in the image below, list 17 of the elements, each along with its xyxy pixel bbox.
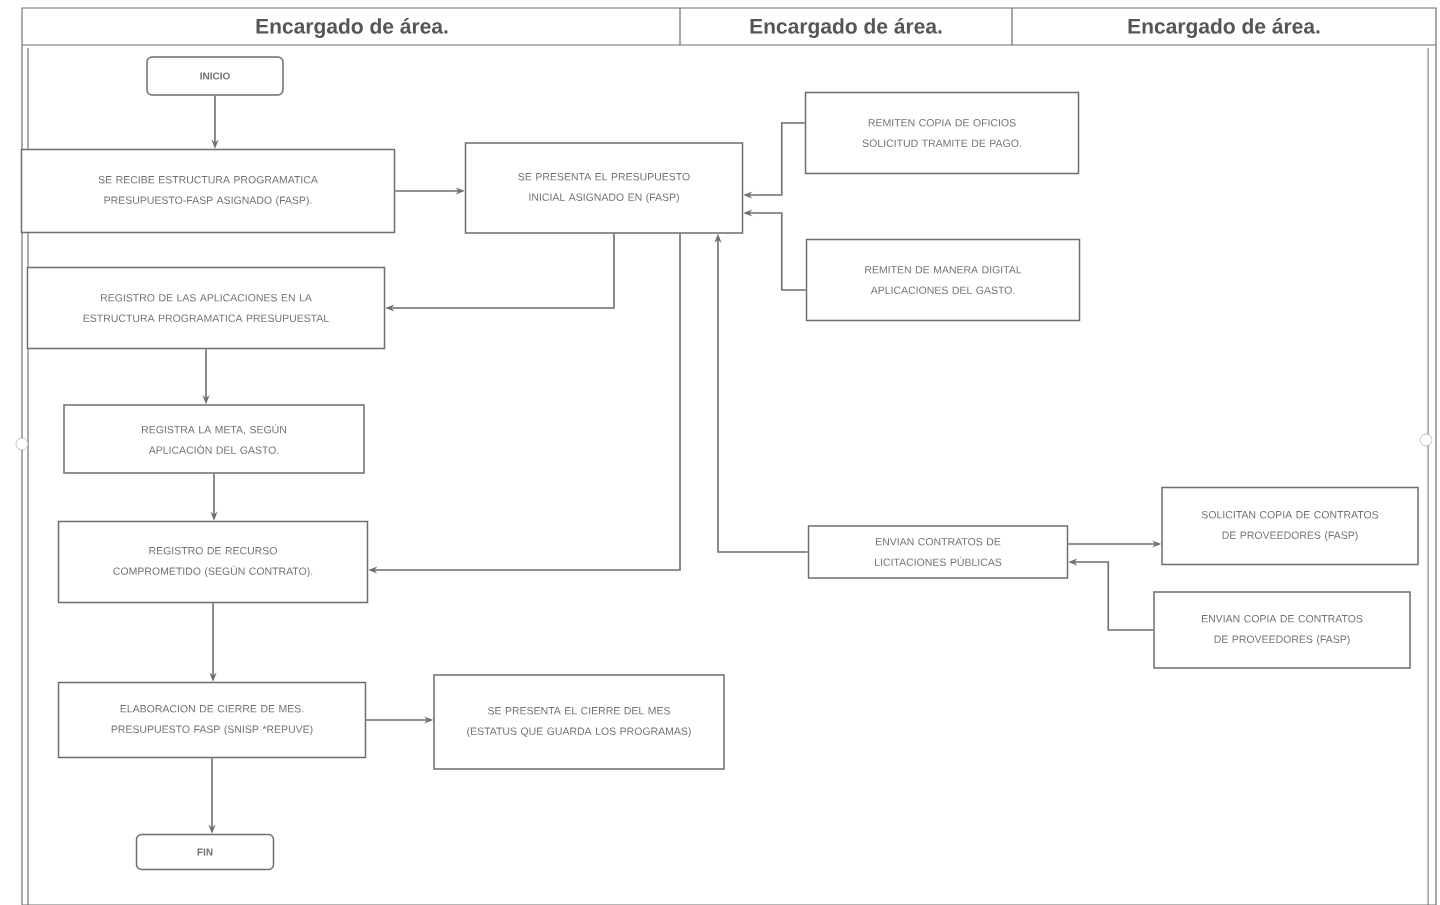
process-box: ELABORACION DE CIERRE DE MES. PRESUPUESTO FASP (SNISP *REPUVE) xyxy=(57,681,367,759)
process-box: REMITEN DE MANERA DIGITAL APLICACIONES DEL GASTO. xyxy=(805,238,1081,322)
column-header: Encargado de área. xyxy=(750,18,942,38)
process-box: ENVIAN CONTRATOS DE LICITACIONES PÚBLICAS xyxy=(807,525,1069,579)
process-box: SOLICITAN COPIA DE CONTRATOS DE PROVEEDORES (FASP) xyxy=(1161,486,1419,566)
process-box: REGISTRO DE RECURSO COMPROMETIDO (SEGÚN CONTRATO). xyxy=(57,520,369,604)
column-header: Encargado de área. xyxy=(256,18,448,38)
process-box: REMITEN COPIA DE OFICIOS SOLICITUD TRAMITE DE PAGO. xyxy=(804,91,1080,175)
process-box: SE PRESENTA EL CIERRE DEL MES (ESTATUS QUE GUARDA LOS PROGRAMAS) xyxy=(433,674,725,770)
process-box: REGISTRA LA META, SEGÚN APLICACIÓN DEL GASTO. xyxy=(63,404,365,474)
process-box: REGISTRO DE LAS APLICACIONES EN LA ESTRUCTURA PROGRAMATICA PRESUPUESTAL xyxy=(26,266,386,350)
process-box: SE RECIBE ESTRUCTURA PROGRAMATICA PRESUPUESTO-FASP ASIGNADO (FASP). xyxy=(20,148,396,234)
column-header: Encargado de área. xyxy=(1128,18,1320,38)
terminal-box: FIN xyxy=(135,833,275,871)
process-box: SE PRESENTA EL PRESUPUESTO INICIAL ASIGNADO EN (FASP) xyxy=(464,142,744,234)
terminal-box: INICIO xyxy=(146,56,284,96)
process-box: ENVIAN COPIA DE CONTRATOS DE PROVEEDORES (FASP) xyxy=(1153,591,1411,669)
